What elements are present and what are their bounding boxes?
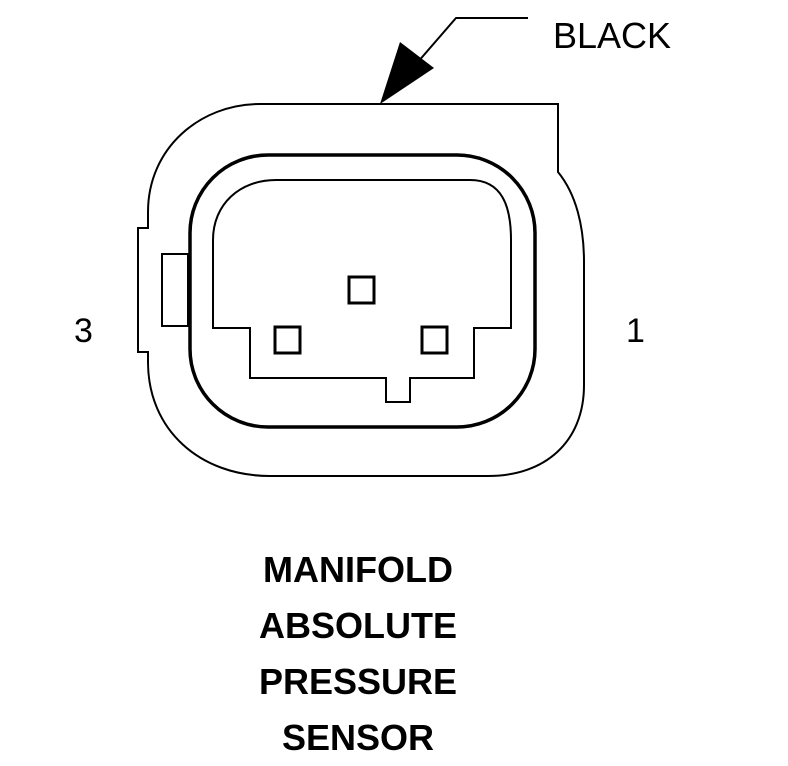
color-leader [380, 17, 528, 104]
caption-line: ABSOLUTE [259, 605, 457, 646]
pin-3-label: 3 [74, 312, 93, 350]
terminal-2 [347, 275, 376, 305]
pin-1-label: 1 [626, 312, 645, 350]
connector-color-label: BLACK [553, 15, 672, 56]
leader-arrowhead [380, 42, 434, 104]
leader-line [403, 17, 528, 79]
caption-line: PRESSURE [258, 661, 458, 702]
caption-line: SENSOR [281, 717, 435, 758]
connector-face [188, 153, 537, 429]
component-caption: MANIFOLD ABSOLUTE PRESSURE SENSOR [0, 542, 716, 766]
terminal-1 [420, 325, 449, 355]
terminal-3 [273, 325, 302, 355]
caption-line: MANIFOLD [263, 549, 453, 590]
pin-cavity-outline [212, 179, 512, 403]
connector-housing [137, 103, 585, 477]
locking-tab [161, 253, 189, 327]
